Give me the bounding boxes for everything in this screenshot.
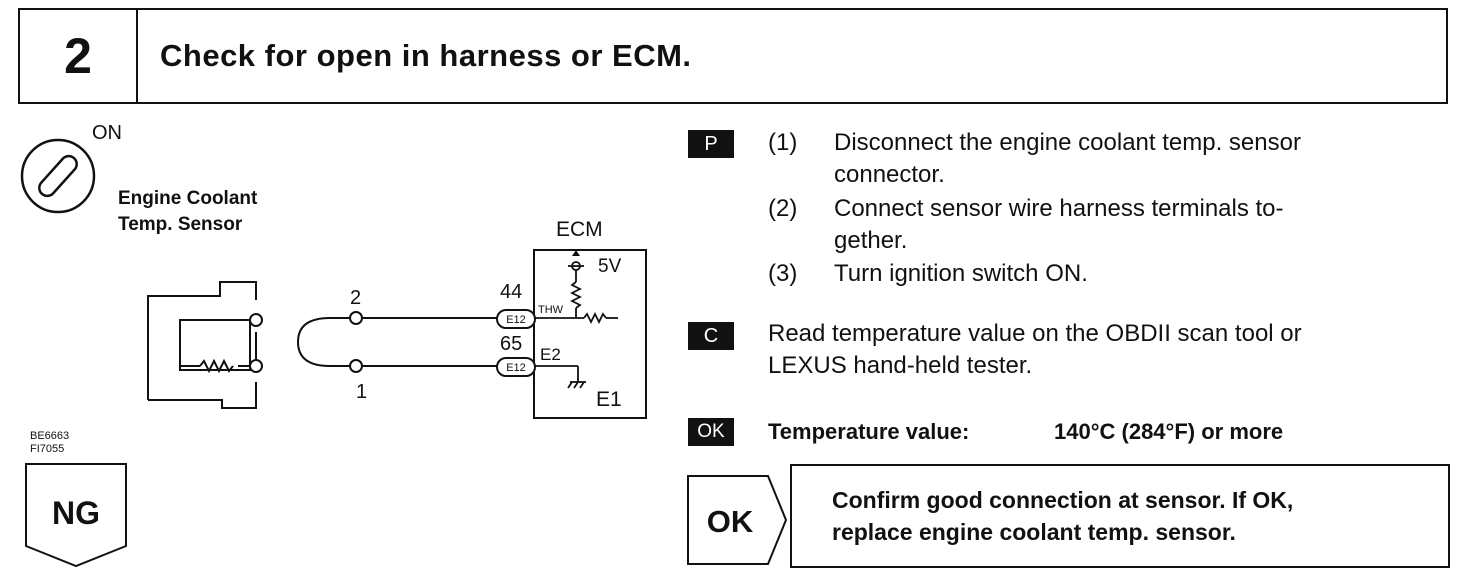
ok-result-line2: replace engine coolant temp. sensor.	[832, 519, 1236, 545]
ignition-on-label: ON	[92, 122, 122, 144]
figure-code-2: FI7055	[30, 443, 65, 455]
signal-thw-label: THW	[538, 304, 564, 316]
header-divider	[136, 10, 138, 102]
ok-result-line1: Confirm good connection at sensor. If OK…	[832, 487, 1294, 513]
prep-step-2-num: (2)	[768, 195, 798, 222]
prep-step-2-line1: Connect sensor wire harness terminals to…	[834, 195, 1284, 222]
step-header: 2 Check for open in harness or ECM.	[18, 8, 1448, 104]
wiring-diagram: ON Engine Coolant Temp. Sensor 2 1 ECM E…	[20, 122, 647, 419]
prep-step-3-text: Turn ignition switch ON.	[834, 260, 1088, 287]
prep-step-3-num: (3)	[768, 260, 798, 287]
ok-result-label: OK	[707, 504, 754, 539]
voltage-arrow-icon	[572, 250, 580, 256]
ng-label: NG	[52, 495, 100, 531]
ignition-key-icon	[20, 138, 96, 214]
ecm-label: ECM	[556, 218, 603, 241]
ecm-box	[533, 249, 647, 419]
connector-e12-bottom: E12	[506, 362, 526, 374]
voltage-5v-label: 5V	[598, 256, 622, 277]
prep-step-1-num: (1)	[768, 129, 798, 156]
ecm-connector-top: E12	[496, 309, 536, 329]
pin-1-label: 1	[356, 381, 367, 403]
ok-result-text: Confirm good connection at sensor. If OK…	[832, 484, 1293, 548]
check-badge: C	[688, 322, 734, 350]
step-title: Check for open in harness or ECM.	[160, 38, 692, 73]
ecm-pin-44: 44	[500, 281, 522, 303]
ok-spec-badge: OK	[688, 418, 734, 446]
step-number: 2	[64, 28, 92, 84]
prep-badge: P	[688, 130, 734, 158]
ok-result-box: Confirm good connection at sensor. If OK…	[790, 464, 1450, 568]
prep-step-1-line1: Disconnect the engine coolant temp. sens…	[834, 129, 1301, 156]
prep-step-1-line2: connector.	[834, 161, 945, 188]
check-line2: LEXUS hand-held tester.	[768, 352, 1033, 379]
pin-2-label: 2	[350, 287, 361, 309]
sensor-connector	[147, 281, 263, 409]
prep-step-2-line2: gether.	[834, 227, 908, 254]
sensor-label-line1: Engine Coolant	[118, 188, 258, 209]
ground-e1-label: E1	[596, 388, 622, 411]
ng-badge: NG	[25, 463, 127, 568]
jumper-wire	[296, 311, 497, 373]
figure-code-1: BE6663	[30, 430, 70, 442]
ok-spec-label: Temperature value:	[768, 419, 970, 444]
check-line1: Read temperature value on the OBDII scan…	[768, 320, 1302, 347]
ok-spec-value: 140°C (284°F) or more	[1054, 419, 1284, 444]
connector-e12-top: E12	[506, 314, 526, 326]
ecm-connector-bottom: E12	[496, 357, 536, 377]
sensor-label-line2: Temp. Sensor	[118, 214, 243, 235]
ecm-internal-circuit	[535, 261, 618, 389]
ok-arrow-badge: OK	[687, 475, 788, 565]
ecm-pin-65: 65	[500, 333, 522, 355]
signal-e2-label: E2	[540, 345, 561, 364]
